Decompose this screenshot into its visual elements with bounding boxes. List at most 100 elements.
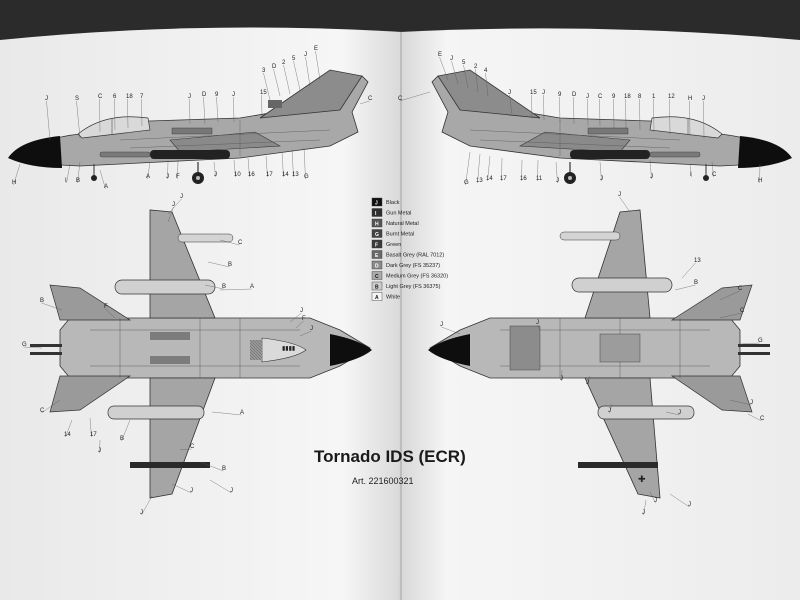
callout-leader bbox=[23, 346, 43, 349]
callout-leader bbox=[247, 157, 250, 178]
callout-label: J bbox=[230, 488, 233, 494]
legend-label: Light Grey (FS 36375) bbox=[386, 284, 441, 290]
callout-label: 2 bbox=[474, 64, 478, 70]
callout-leader bbox=[609, 403, 613, 414]
callout-leader bbox=[561, 369, 563, 382]
callout-label: 17 bbox=[266, 172, 273, 178]
legend-label: Medium Grey (FS 36320) bbox=[386, 274, 448, 280]
callout-label: J bbox=[188, 94, 191, 100]
callout-label: 9 bbox=[215, 92, 219, 98]
callout-leader bbox=[167, 198, 182, 215]
callout-leader bbox=[41, 302, 63, 311]
callout-label: J bbox=[600, 176, 603, 182]
callout-label: 9 bbox=[612, 94, 616, 100]
legend-label: Black bbox=[386, 200, 400, 206]
callout-label: C bbox=[740, 308, 745, 314]
callout-label: 8 bbox=[638, 94, 642, 100]
callout-leader bbox=[41, 399, 61, 414]
callout-leader bbox=[99, 98, 101, 133]
callout-leader bbox=[689, 163, 692, 178]
callout-label: C bbox=[598, 94, 603, 100]
callout-leader bbox=[281, 151, 284, 178]
callout-label: F bbox=[104, 304, 108, 310]
callout-leader bbox=[509, 94, 513, 115]
callout-label: A bbox=[240, 410, 244, 416]
callout-label: J bbox=[304, 52, 307, 58]
callout-leader bbox=[203, 96, 206, 125]
callout-label: J bbox=[618, 192, 621, 198]
callout-label: J bbox=[214, 172, 217, 178]
callout-leader bbox=[441, 326, 461, 335]
callout-leader bbox=[643, 499, 647, 516]
callout-label: 3 bbox=[262, 68, 266, 74]
callout-label: G bbox=[22, 342, 27, 348]
callout-leader bbox=[233, 96, 235, 123]
callout-label: 11 bbox=[536, 176, 543, 182]
callout-label: J bbox=[642, 510, 645, 516]
callout-label: 17 bbox=[500, 176, 507, 182]
callout-leader bbox=[477, 153, 481, 184]
callout-label: J bbox=[560, 376, 563, 382]
callout-leader bbox=[167, 206, 174, 223]
callout-leader bbox=[739, 342, 760, 345]
callout-leader bbox=[537, 324, 541, 331]
callout-label: F bbox=[176, 174, 180, 180]
callout-label: J bbox=[508, 90, 511, 96]
legend-label: Dark Grey (FS 35237) bbox=[386, 263, 440, 269]
callout-label: J bbox=[608, 408, 611, 414]
callout-leader bbox=[216, 96, 219, 123]
callout-leader bbox=[303, 147, 306, 180]
callout-leader bbox=[619, 196, 631, 213]
bottom-view-aircraft: ✚ bbox=[428, 209, 770, 499]
callout-leader bbox=[89, 417, 92, 438]
callout-leader bbox=[171, 483, 192, 494]
callout-label: B bbox=[222, 466, 226, 472]
callout-label: J bbox=[542, 90, 545, 96]
callout-leader bbox=[653, 98, 655, 133]
callout-label: 5 bbox=[462, 60, 466, 66]
callout-leader bbox=[501, 157, 503, 182]
callout-leader bbox=[305, 56, 311, 87]
callout-leader bbox=[299, 330, 312, 337]
callout-leader bbox=[179, 448, 192, 451]
callout-label: J bbox=[166, 174, 169, 180]
callout-label: S bbox=[75, 96, 79, 102]
callout-label: G bbox=[304, 174, 309, 180]
side-profile-right bbox=[431, 69, 792, 184]
callout-label: I bbox=[690, 172, 692, 178]
callout-leader bbox=[689, 100, 691, 137]
callout-label: D bbox=[572, 92, 577, 98]
callout-leader bbox=[674, 284, 696, 291]
callout-label: J bbox=[536, 320, 539, 326]
callout-label: 18 bbox=[126, 94, 133, 100]
callout-leader bbox=[487, 155, 491, 182]
callout-leader bbox=[76, 100, 81, 139]
callout-leader bbox=[451, 60, 459, 85]
callout-leader bbox=[649, 159, 652, 180]
callout-leader bbox=[204, 284, 224, 290]
callout-label: F bbox=[302, 316, 306, 322]
callout-label: 15 bbox=[260, 90, 267, 96]
legend-code: G bbox=[375, 232, 379, 238]
callout-label: 15 bbox=[530, 90, 537, 96]
callout-leader bbox=[211, 411, 242, 416]
callout-label: C bbox=[238, 240, 243, 246]
callout-label: J bbox=[172, 202, 175, 208]
callout-label: 9 bbox=[558, 92, 562, 98]
legend-swatch-f bbox=[371, 239, 383, 249]
legend-code: B bbox=[375, 284, 379, 290]
callout-label: J bbox=[98, 448, 101, 454]
callout-leader bbox=[114, 98, 116, 131]
callout-label: 2 bbox=[282, 60, 286, 66]
callout-leader bbox=[649, 491, 656, 504]
callout-leader bbox=[703, 100, 705, 139]
legend-label: Gun Metal bbox=[386, 211, 411, 217]
callout-leader bbox=[77, 161, 81, 184]
callout-leader bbox=[555, 161, 558, 184]
callout-label: I bbox=[65, 178, 67, 184]
callout-label: G bbox=[464, 180, 469, 186]
callout-label: H bbox=[758, 178, 762, 184]
callout-label: 13 bbox=[292, 172, 299, 178]
callout-label: 14 bbox=[486, 176, 493, 182]
